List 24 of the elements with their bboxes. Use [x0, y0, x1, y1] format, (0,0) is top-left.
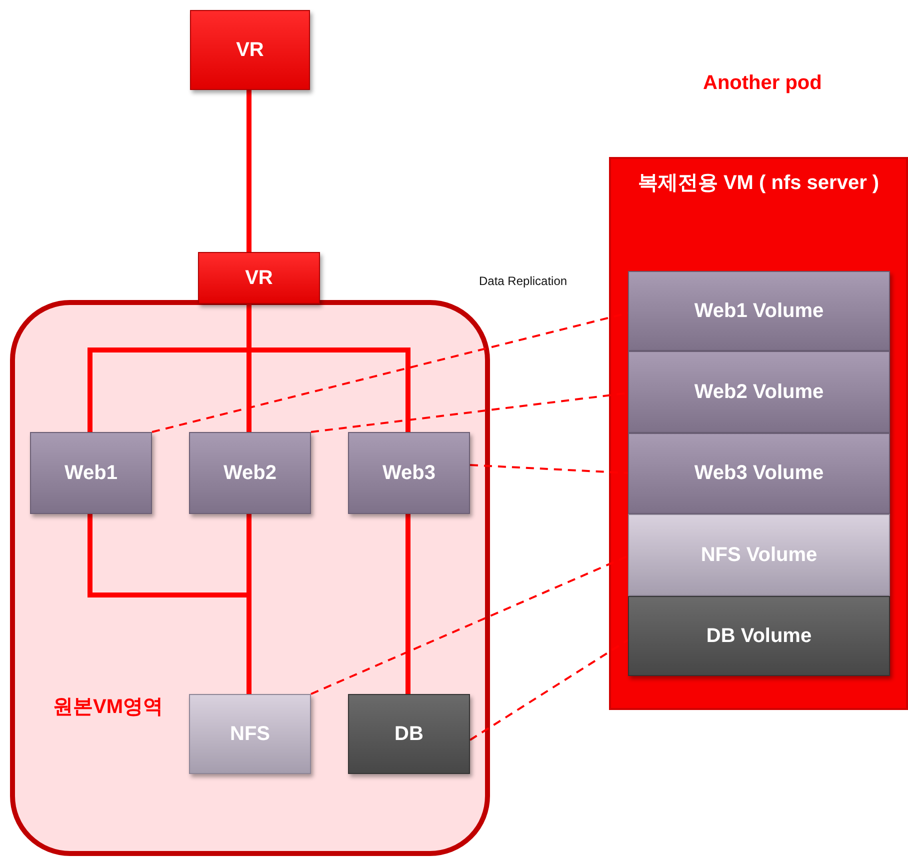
server-box: Web3 Volume: [628, 433, 890, 514]
server-box: DB Volume: [628, 596, 890, 676]
pod-label: Another pod: [703, 72, 822, 95]
area-frame: [10, 300, 490, 856]
server-box: DB: [348, 694, 470, 774]
server-box: Web2: [189, 432, 311, 514]
replication-line: [470, 464, 628, 474]
server-box: NFS: [189, 694, 311, 774]
server-box: Web3: [348, 432, 470, 514]
replication-line: [469, 639, 629, 741]
network-line: [246, 90, 252, 252]
server-box: Web2 Volume: [628, 351, 890, 433]
panel-heading: 복제전용 VM ( nfs server ): [636, 171, 880, 196]
replication-line: [310, 555, 628, 695]
replication-line: [152, 312, 628, 433]
area-label: 원본VM영역: [53, 695, 163, 720]
server-box: Web1 Volume: [628, 271, 890, 351]
server-box: Web1: [30, 432, 152, 514]
server-box: NFS Volume: [628, 514, 890, 596]
network-line: [406, 514, 410, 694]
router-box: VR: [198, 252, 320, 304]
router-box: VR: [190, 10, 310, 90]
edge-caption: Data Replication: [479, 274, 568, 288]
vm-panel: [609, 157, 908, 710]
